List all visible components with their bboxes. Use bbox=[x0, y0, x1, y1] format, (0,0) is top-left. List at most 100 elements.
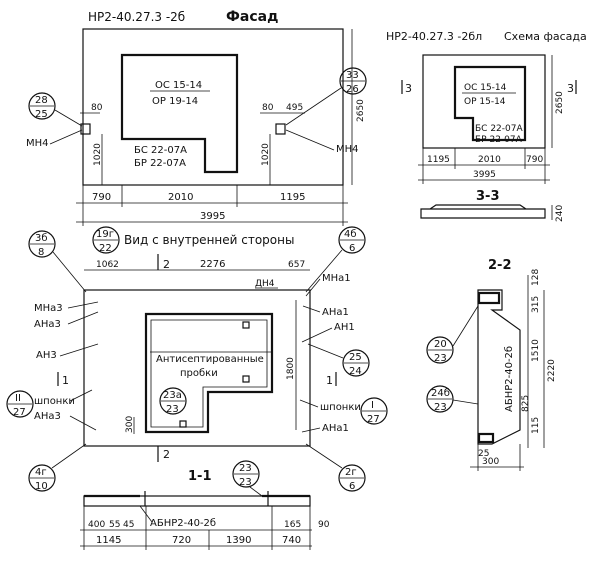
facade-window-door-opening bbox=[120, 53, 239, 174]
scheme-panel-outline bbox=[422, 54, 546, 149]
facade-dim-1020-left: 1020 bbox=[93, 143, 103, 166]
inner-bubble-3b-bottom: 8 bbox=[38, 247, 44, 258]
section-1-1-dim-90: 90 bbox=[318, 520, 330, 530]
inner-bubble-4g bbox=[28, 464, 56, 492]
facade-title-word: Фасад bbox=[226, 9, 278, 25]
facade-dim-495: 495 bbox=[286, 103, 303, 113]
inner-sec-1-left: 1 bbox=[62, 374, 69, 387]
inner-bubble-3b bbox=[28, 230, 56, 258]
scheme-door-label-1: БС 22-07А bbox=[475, 124, 523, 134]
inner-mna1: МНа1 bbox=[322, 273, 351, 284]
facade-scheme-view: НР2-40.27.3 -2бл Схема фасада ОС 15-14 О… bbox=[386, 30, 587, 222]
section-2-2-bubble-24b-top: 24б bbox=[431, 388, 450, 399]
inner-plug-2 bbox=[242, 375, 250, 383]
section-2-2-bubble-20 bbox=[426, 336, 454, 364]
inner-dim-1800: 1800 bbox=[286, 357, 296, 380]
inner-bubble-25-bottom: 24 bbox=[349, 366, 362, 377]
scheme-window-label-2: ОР 15-14 bbox=[464, 97, 506, 107]
facade-bubble-left bbox=[28, 92, 56, 120]
scheme-dim-height: 2650 bbox=[555, 91, 565, 114]
inner-antiseptic-line2: пробки bbox=[180, 368, 218, 379]
scheme-bottom-dim-1: 1195 bbox=[427, 155, 450, 165]
inner-bubble-25-leader bbox=[307, 343, 344, 359]
inner-bubble-II-top: II bbox=[15, 393, 21, 404]
inner-bubble-23a-top: 23а bbox=[163, 390, 182, 401]
scheme-bottom-dim-2: 2010 bbox=[478, 155, 501, 165]
facade-dim-height: 2650 bbox=[356, 99, 366, 122]
inner-panel-outline bbox=[83, 289, 311, 447]
inner-ana1-top: АНа1 bbox=[322, 307, 349, 318]
inner-plug-3 bbox=[179, 420, 187, 428]
inner-plug-1 bbox=[242, 321, 250, 329]
inner-ana3-top: АНа3 bbox=[34, 319, 61, 330]
inner-an1: АН1 bbox=[334, 322, 355, 333]
section-2-2-dim-115: 115 bbox=[531, 417, 541, 434]
inner-bubble-19g bbox=[92, 226, 120, 254]
facade-door-label-2: БР 22-07А bbox=[134, 158, 186, 169]
inner-bubble-3b-top: 3б bbox=[35, 233, 48, 244]
section-2-2-bubble-24b bbox=[426, 385, 454, 413]
scheme-window-label-1: ОС 15-14 bbox=[464, 83, 507, 93]
inner-antiseptic-line1: Антисептированные bbox=[156, 354, 264, 365]
section-1-1-bubble-23 bbox=[232, 460, 260, 488]
facade-mn-right-leader bbox=[285, 129, 335, 151]
inner-bubble-2g bbox=[338, 464, 366, 492]
inner-bubble-23a-bottom: 23 bbox=[166, 404, 179, 415]
inner-shponki-left: шпонки bbox=[34, 396, 75, 407]
facade-bubble-right-leader bbox=[285, 87, 342, 126]
section-1-1-bottom-dim-4: 740 bbox=[282, 535, 301, 546]
inner-sec-mark-2-bottom: 2 bbox=[163, 448, 170, 461]
section-2-2-dim-1510: 1510 bbox=[531, 339, 541, 362]
section-1-1-bottom-dim-2: 720 bbox=[172, 535, 191, 546]
inner-bubble-19g-top: 19г bbox=[96, 229, 114, 240]
scheme-section-3-3-profile bbox=[420, 204, 546, 219]
inner-bubble-25-top: 25 bbox=[349, 352, 362, 363]
scheme-sec-mark-right: 3 bbox=[567, 82, 574, 95]
inner-bubble-3b-leader bbox=[52, 251, 87, 293]
facade-window-label-2: ОР 19-14 bbox=[152, 96, 198, 107]
inner-bubble-4b-bottom: 6 bbox=[349, 243, 355, 254]
section-2-2: 2-2 АБНР2-40-2б 128 315 1510 2220 115 82… bbox=[426, 258, 557, 471]
scheme-section-3-3-title: 3-3 bbox=[476, 189, 500, 204]
inner-bubble-4b-top: 4б bbox=[344, 229, 357, 240]
inner-sec-mark-2-top: 2 bbox=[163, 258, 170, 271]
inner-bubble-4g-top: 4г bbox=[35, 467, 47, 478]
section-2-2-bottom-ring bbox=[477, 432, 495, 444]
section-2-2-dim-25: 25 bbox=[478, 449, 489, 459]
inner-top-dim-3: 657 bbox=[288, 260, 305, 270]
inner-bubble-2g-leader bbox=[305, 443, 343, 469]
facade-anchor-left bbox=[80, 123, 91, 135]
facade-anchor-right bbox=[275, 123, 286, 135]
inner-bubble-2g-bottom: 6 bbox=[349, 481, 355, 492]
inner-window-door-opening bbox=[144, 312, 274, 434]
scheme-dim-240: 240 bbox=[555, 205, 565, 222]
scheme-bottom-dim-3: 790 bbox=[526, 155, 543, 165]
section-2-2-bubble-20-top: 20 bbox=[434, 339, 447, 350]
facade-window-label-1: ОС 15-14 bbox=[155, 80, 202, 91]
inner-bubble-4g-bottom: 10 bbox=[35, 481, 48, 492]
facade-total-dim: 3995 bbox=[200, 211, 225, 222]
section-1-1-dim-45: 45 bbox=[123, 520, 134, 530]
inner-ana1-bottom-leader bbox=[301, 427, 321, 433]
facade-dim-80-left: 80 bbox=[91, 103, 103, 113]
section-1-1-dim-400: 400 bbox=[88, 520, 105, 530]
section-2-2-bubble-20-bottom: 23 bbox=[434, 353, 447, 364]
section-2-2-dim-315: 315 bbox=[531, 296, 541, 313]
section-1-1-bottom-dim-3: 1390 bbox=[226, 535, 251, 546]
inner-dn4: ДН4 bbox=[255, 279, 275, 289]
section-1-1-label: АБНР2-40-2б bbox=[150, 518, 216, 529]
section-2-2-bubble-24b-bottom: 23 bbox=[434, 402, 447, 413]
section-1-1-dim-165: 165 bbox=[284, 520, 301, 530]
scheme-sec-mark-left: 3 bbox=[405, 82, 412, 95]
inner-bubble-4g-leader bbox=[51, 443, 87, 469]
facade-bubble-right bbox=[339, 67, 367, 95]
facade-bubble-left-top: 28 bbox=[35, 95, 48, 106]
inner-window-door-inner bbox=[150, 319, 268, 428]
facade-view: НР2-40.27.3 -2б Фасад ОС 15-14 ОР 19-14 … bbox=[26, 9, 367, 226]
inner-ana3-top-leader bbox=[67, 311, 99, 325]
facade-mn-left-leader bbox=[49, 129, 83, 145]
section-1-1-dim-55: 55 bbox=[109, 520, 120, 530]
section-2-2-dim-128: 128 bbox=[531, 269, 541, 286]
